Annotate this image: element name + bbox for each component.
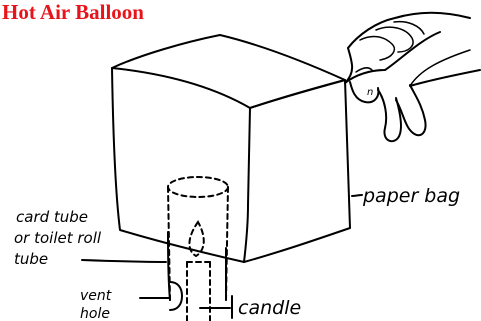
tube-label-line1: card tube xyxy=(16,208,88,226)
candle xyxy=(187,262,210,321)
hand-icon xyxy=(345,13,480,141)
hand-mark-label: n xyxy=(367,87,373,98)
card-tube xyxy=(168,177,228,300)
candle-label: candle xyxy=(238,297,301,319)
paper-bag-pointer xyxy=(352,195,362,196)
vent-label-line1: vent xyxy=(80,288,112,304)
tube-label-line2: or toilet roll xyxy=(14,229,102,247)
vent-label-line2: hole xyxy=(80,306,110,321)
paper-bag-label: paper bag xyxy=(362,185,460,207)
tube-pointer xyxy=(82,260,166,262)
paper-bag-right-face xyxy=(244,80,350,262)
tube-label-line3: tube xyxy=(14,250,48,268)
vent-hole xyxy=(170,282,182,310)
paper-bag-front-face xyxy=(112,68,250,262)
candle-pointer xyxy=(200,296,232,318)
